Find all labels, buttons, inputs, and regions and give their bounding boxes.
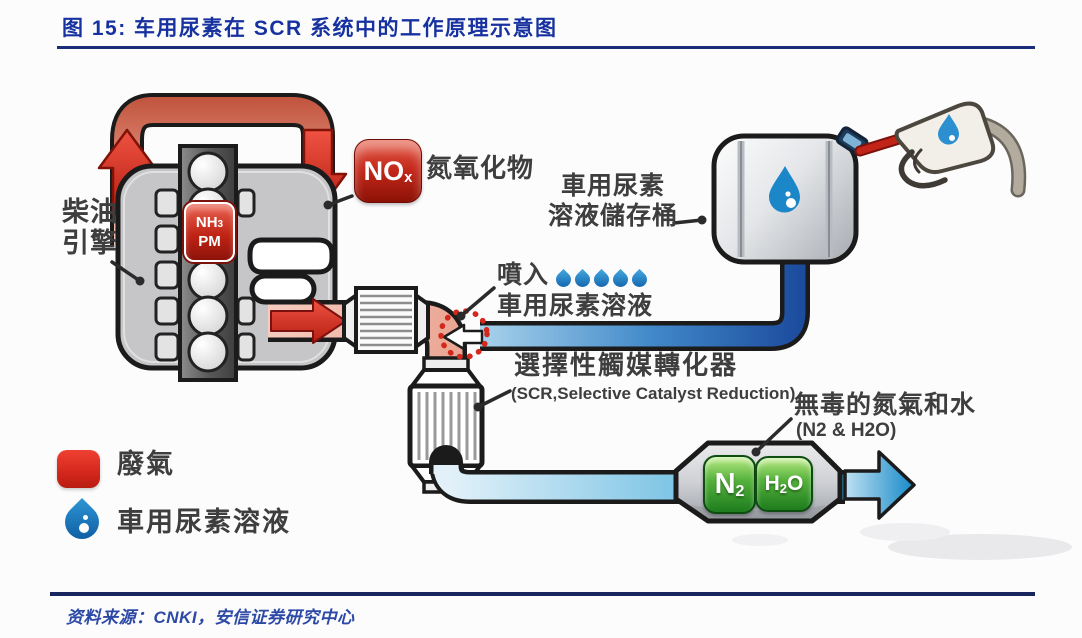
nox-label: 氮氧化物 [426, 153, 535, 183]
exhaust-flow-arrow [270, 298, 347, 344]
scr-catalyst-illustration [407, 356, 485, 494]
legend-droplet-highlight-small [83, 515, 88, 520]
inject-label-line2: 車用尿素溶液 [497, 292, 654, 320]
inject-droplets [552, 263, 651, 291]
legend-exhaust-label: 廢氣 [117, 449, 175, 479]
h2o-badge-h: H [764, 472, 780, 495]
engine-badge-pm: PM [198, 233, 221, 250]
h2o-badge-o: O [787, 472, 804, 495]
clean-gas-label: 無毒的氮氣和水 [794, 391, 977, 419]
injection-point-marker [438, 308, 490, 360]
callout-lines [110, 194, 793, 454]
diesel-engine-label-line1: 柴油 [62, 197, 118, 227]
legend-urea-label: 車用尿素溶液 [117, 507, 291, 537]
diesel-engine-label-line2: 引擎 [62, 228, 118, 258]
clean-gas-sublabel: (N2 & H2O) [796, 420, 897, 441]
legend-droplet-shape [57, 497, 107, 547]
injector-arrow [442, 323, 484, 351]
inject-label: 噴入 [497, 261, 550, 289]
scr-sublabel: (SCR,Selective Catalyst Reduction) [511, 384, 796, 403]
source-note: 资料来源：CNKI，安信证券研究中心 [66, 608, 355, 627]
n2-badge-subscript: 2 [735, 482, 745, 500]
droplet-icon [590, 269, 613, 291]
scr-label: 選擇性觸媒轉化器 [514, 350, 739, 380]
oxidation-catalyst-illustration [342, 286, 430, 354]
diesel-engine-illustration [115, 144, 338, 382]
droplet-icon [609, 269, 632, 291]
legend-urea-droplet-icon [57, 493, 107, 551]
figure-title: 图 15: 车用尿素在 SCR 系统中的工作原理示意图 [62, 17, 558, 40]
footer-rule [50, 592, 1035, 596]
urea-tank-label-line2: 溶液儲存桶 [547, 202, 678, 230]
urea-feed-pipe [480, 252, 810, 351]
n2-badge-text: N [714, 468, 736, 500]
engine-nh3-pm-badge: NH3 PM [184, 202, 235, 262]
clean-gas-pipe [429, 445, 845, 504]
nox-badge-text: NO [363, 155, 405, 186]
engine-badge-line1: NH3 [196, 214, 223, 233]
engine-badge-nh: NH [195, 214, 218, 231]
droplet-icon [552, 269, 575, 291]
nox-badge-subscript: x [404, 168, 413, 186]
urea-tank-label-line1: 車用尿素 [560, 172, 665, 200]
legend-droplet-highlight [79, 523, 89, 533]
urea-tank-illustration [711, 126, 869, 265]
exhaust-loop-pipe [110, 93, 335, 245]
urea-tank-label: 車用尿素 溶液儲存桶 [545, 171, 681, 231]
droplet-icon [628, 269, 651, 291]
nozzle-droplet-icon [938, 114, 959, 145]
title-underline [57, 46, 1035, 49]
legend-exhaust-swatch-icon [57, 450, 100, 488]
tank-droplet-icon [769, 166, 801, 213]
engine-badge-nh-sub: 3 [217, 219, 224, 230]
background-stains [732, 523, 1072, 560]
diesel-engine-label: 柴油 引擎 [62, 197, 118, 259]
refill-nozzle-illustration [854, 101, 1027, 198]
callout-dots [135, 200, 761, 457]
h2o-badge-subscript: 2 [779, 481, 788, 496]
inject-label-row: 噴入 [497, 261, 651, 291]
clean-exit-arrow [843, 450, 916, 520]
droplet-icon [571, 269, 594, 291]
